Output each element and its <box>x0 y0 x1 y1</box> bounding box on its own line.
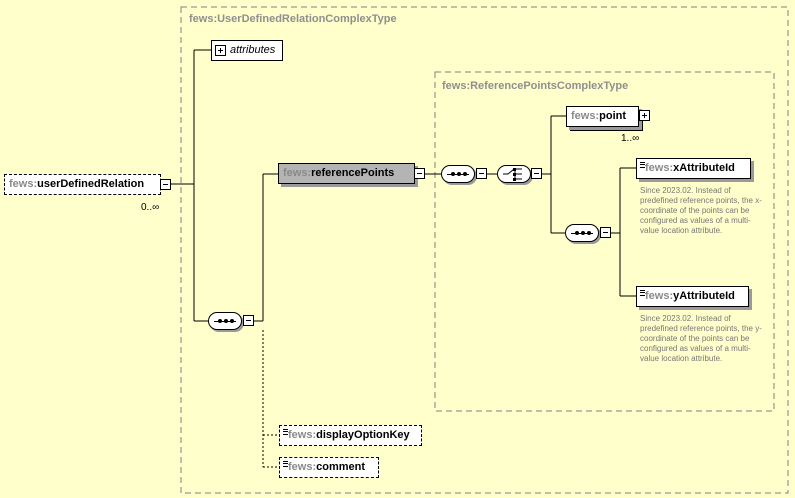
documentation-lines-icon <box>640 290 645 296</box>
root-name: userDefinedRelation <box>37 178 145 190</box>
point-namespace: fews: <box>571 110 600 122</box>
displayOptionKey-namespace: fews: <box>288 429 317 441</box>
documentation-lines-icon <box>283 461 288 467</box>
sequence-compositor-icon[interactable] <box>208 312 242 330</box>
xAttributeId-name: xAttributeId <box>673 162 735 174</box>
yAttributeId-name: yAttributeId <box>673 290 735 302</box>
outer-type-title: fews:UserDefinedRelationComplexType <box>189 13 397 25</box>
attributes-label: attributes <box>230 44 276 56</box>
minus-box-icon[interactable] <box>243 315 254 326</box>
outer-complex-type-frame <box>180 6 789 494</box>
documentation-lines-icon <box>283 429 288 435</box>
minus-box-icon[interactable] <box>600 227 611 238</box>
minus-box-icon[interactable] <box>160 179 171 190</box>
plus-box-icon[interactable] <box>215 45 226 56</box>
minus-box-icon[interactable] <box>414 168 425 179</box>
yAttributeId-documentation: Since 2023.02. Instead of predefined ref… <box>640 314 762 363</box>
root-namespace: fews: <box>9 178 38 190</box>
point-cardinality: 1..∞ <box>621 133 640 144</box>
inner-type-title: fews:ReferencePointsComplexType <box>442 80 629 92</box>
yAttributeId-namespace: fews: <box>645 290 674 302</box>
referencePoints-name: referencePoints <box>311 167 395 179</box>
xAttributeId-documentation: Since 2023.02. Instead of predefined ref… <box>640 186 762 235</box>
plus-box-icon[interactable] <box>639 110 650 121</box>
comment-name: comment <box>316 461 366 473</box>
comment-namespace: fews: <box>288 461 317 473</box>
referencePoints-namespace: fews: <box>283 167 312 179</box>
choice-glyph <box>503 168 522 181</box>
choice-compositor-icon[interactable] <box>497 165 531 183</box>
root-cardinality: 0..∞ <box>141 202 160 213</box>
xAttributeId-namespace: fews: <box>645 162 674 174</box>
sequence-compositor-icon[interactable] <box>565 224 599 242</box>
element-comment[interactable]: fews:comment <box>279 457 379 478</box>
element-yAttributeId[interactable]: fews:yAttributeId <box>636 286 749 307</box>
documentation-lines-icon <box>640 162 645 168</box>
attributes-group[interactable]: attributes <box>211 40 283 61</box>
point-name: point <box>599 110 627 122</box>
element-referencePoints[interactable]: fews:referencePoints <box>278 163 415 184</box>
displayOptionKey-name: displayOptionKey <box>316 429 410 441</box>
element-point[interactable]: fews:point <box>566 106 639 127</box>
minus-box-icon[interactable] <box>531 168 542 179</box>
sequence-compositor-icon[interactable] <box>441 165 475 183</box>
element-xAttributeId[interactable]: fews:xAttributeId <box>636 158 751 179</box>
root-element-userDefinedRelation[interactable]: fews:userDefinedRelation <box>4 174 161 195</box>
minus-box-icon[interactable] <box>476 168 487 179</box>
element-displayOptionKey[interactable]: fews:displayOptionKey <box>279 425 422 446</box>
